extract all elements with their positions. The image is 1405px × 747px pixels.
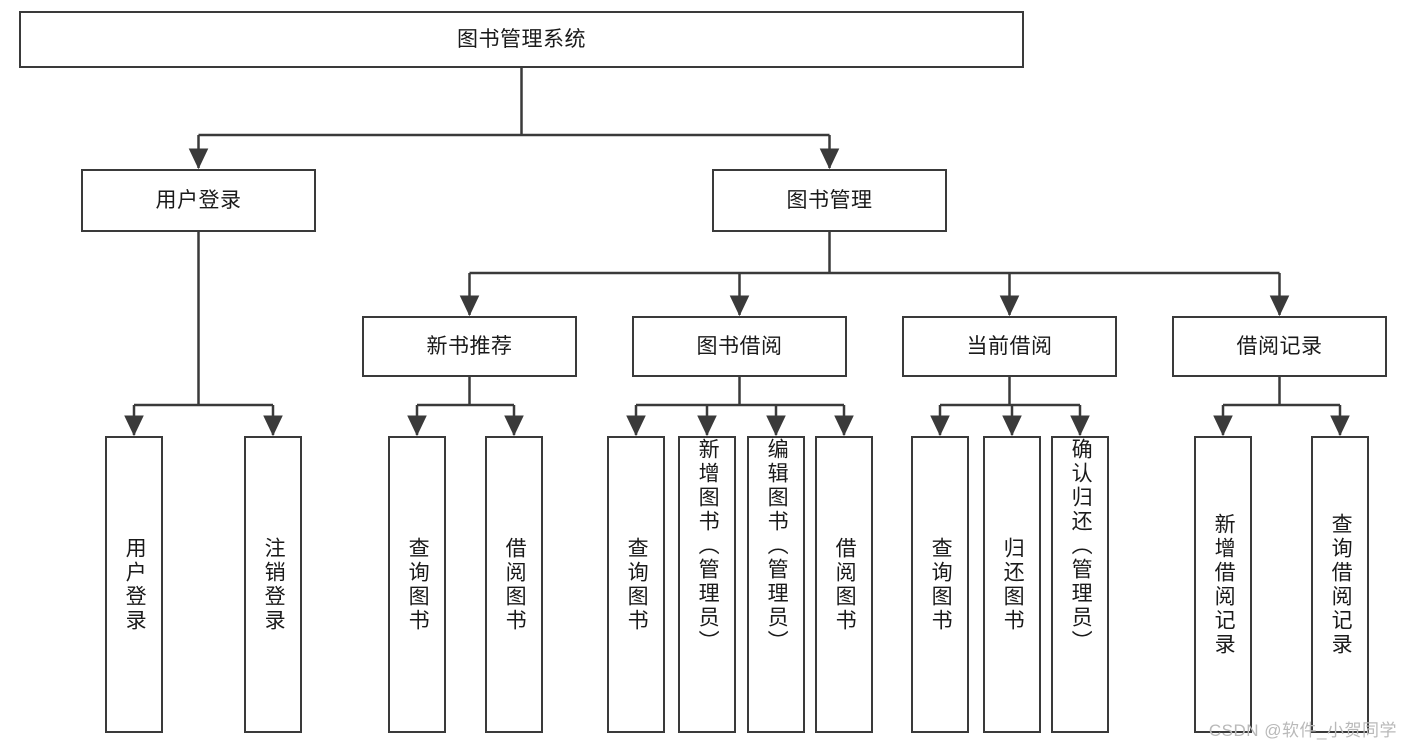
node-label: 图书借阅	[696, 334, 783, 358]
node-l3[interactable]: 查询图书	[388, 436, 446, 733]
arrowhead-icon	[1002, 415, 1022, 437]
node-label: 借阅图书	[833, 536, 857, 633]
node-label: 图书管理系统	[457, 27, 586, 51]
node-l8[interactable]: 借阅图书	[815, 436, 873, 733]
node-label: 查询借阅记录	[1329, 512, 1353, 657]
node-label: 用户登录	[123, 536, 147, 633]
node-label: 用户登录	[155, 188, 242, 212]
node-records[interactable]: 借阅记录	[1172, 316, 1387, 377]
node-label: 编辑图书（管理员）	[765, 438, 789, 654]
node-label: 归还图书	[1001, 536, 1025, 633]
node-l13[interactable]: 查询借阅记录	[1311, 436, 1369, 733]
node-newbook[interactable]: 新书推荐	[362, 316, 577, 377]
node-label: 借阅图书	[503, 536, 527, 633]
node-label: 新书推荐	[426, 334, 513, 358]
node-label: 查询图书	[406, 536, 430, 633]
node-label: 新增借阅记录	[1212, 512, 1236, 657]
node-label: 确认归还（管理员）	[1069, 438, 1093, 654]
node-borrow[interactable]: 图书借阅	[632, 316, 847, 377]
arrowhead-icon	[999, 295, 1020, 317]
arrowhead-icon	[729, 295, 750, 317]
node-l5[interactable]: 查询图书	[607, 436, 665, 733]
node-l6[interactable]: 新增图书（管理员）	[678, 436, 736, 733]
arrowhead-icon	[263, 415, 283, 437]
node-l4[interactable]: 借阅图书	[485, 436, 543, 733]
arrowhead-icon	[124, 415, 144, 437]
node-l1[interactable]: 用户登录	[105, 436, 163, 733]
node-bookmgmt[interactable]: 图书管理	[712, 169, 947, 232]
node-label: 注销登录	[262, 536, 286, 633]
node-label: 查询图书	[625, 536, 649, 633]
arrowhead-icon	[1330, 415, 1350, 437]
arrowhead-icon	[766, 415, 786, 437]
arrowhead-icon	[697, 415, 717, 437]
node-l11[interactable]: 确认归还（管理员）	[1051, 436, 1109, 733]
node-l9[interactable]: 查询图书	[911, 436, 969, 733]
arrowhead-icon	[834, 415, 854, 437]
node-current[interactable]: 当前借阅	[902, 316, 1117, 377]
node-label: 借阅记录	[1236, 334, 1323, 358]
arrowhead-icon	[1269, 295, 1290, 317]
node-l12[interactable]: 新增借阅记录	[1194, 436, 1252, 733]
node-label: 查询图书	[929, 536, 953, 633]
arrowhead-icon	[1213, 415, 1233, 437]
node-l10[interactable]: 归还图书	[983, 436, 1041, 733]
node-login[interactable]: 用户登录	[81, 169, 316, 232]
watermark: CSDN @软件_小贺同学	[1208, 721, 1397, 740]
arrowhead-icon	[626, 415, 646, 437]
arrowhead-icon	[504, 415, 524, 437]
node-label: 当前借阅	[966, 334, 1053, 358]
arrowhead-icon	[188, 148, 209, 170]
arrowhead-icon	[819, 148, 840, 170]
arrowhead-icon	[930, 415, 950, 437]
node-root[interactable]: 图书管理系统	[19, 11, 1024, 68]
node-l7[interactable]: 编辑图书（管理员）	[747, 436, 805, 733]
node-label: 新增图书（管理员）	[696, 438, 720, 654]
arrowhead-icon	[459, 295, 480, 317]
arrowhead-icon	[407, 415, 427, 437]
node-l2[interactable]: 注销登录	[244, 436, 302, 733]
arrowhead-icon	[1070, 415, 1090, 437]
node-label: 图书管理	[786, 188, 873, 212]
